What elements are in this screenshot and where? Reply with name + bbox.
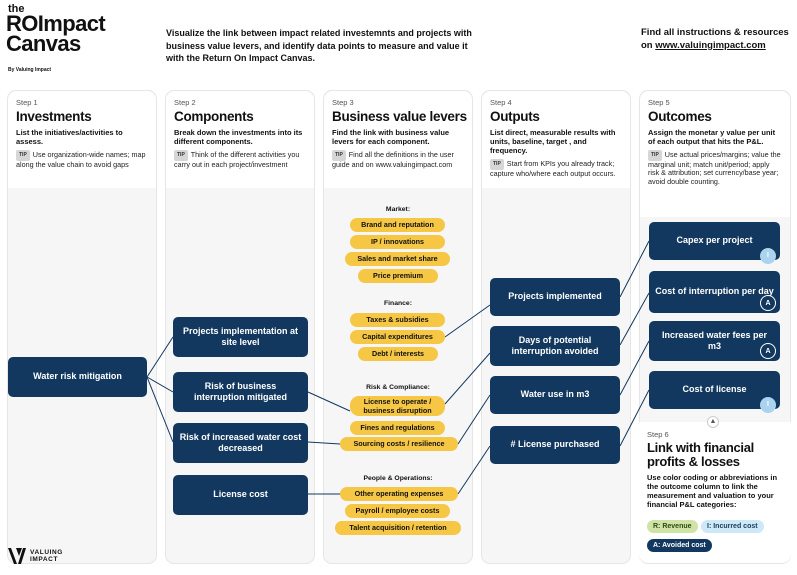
column-description: Assign the monetar y value per unit of e…	[648, 128, 776, 146]
column-title: Investments	[16, 109, 92, 124]
logo-title: ROImpact Canvas	[6, 11, 106, 56]
column-header: Step 4 Outputs List direct, measurable r…	[482, 91, 630, 188]
legend-revenue: R: Revenue	[647, 520, 698, 533]
column-title: Outputs	[490, 109, 540, 124]
component-box[interactable]: Risk of increased water cost decreased	[173, 423, 308, 463]
footer-brand: VALUING IMPACT	[30, 549, 63, 563]
logo-the: the	[8, 3, 25, 15]
tip-text: Use actual prices/margins; value the mar…	[648, 150, 781, 186]
outcome-label: Cost of license	[682, 384, 747, 395]
logo-line-1: ROImpact	[6, 11, 106, 36]
step-label: Step 4	[490, 98, 512, 107]
pl-badge-incurred: I	[760, 397, 776, 413]
pl-badge-avoided: A	[760, 295, 776, 311]
outcome-label: Increased water fees per m3	[661, 329, 768, 352]
column-header: Step 2 Components Break down the investm…	[166, 91, 314, 188]
component-box[interactable]: Risk of business interruption mitigated	[173, 372, 308, 412]
lever-category-title: People & Operations:	[363, 475, 433, 482]
pl-badge-incurred: I	[760, 248, 776, 264]
column-title: Business value levers	[332, 109, 467, 124]
step-label: Step 3	[332, 98, 354, 107]
legend-incurred-cost: I: Incurred cost	[701, 520, 764, 533]
resources-link[interactable]: www.valuingimpact.com	[655, 39, 766, 51]
logo-byline: By Valuing Impact	[8, 67, 52, 73]
tip-badge: TIP	[174, 150, 188, 161]
outcome-box[interactable]: Capex per project I	[649, 222, 780, 264]
tip-text: Find all the definitions in the user gui…	[332, 150, 454, 169]
outcome-box[interactable]: Cost of interruption per day A	[649, 271, 780, 313]
column-investments: Step 1 Investments List the initiatives/…	[7, 90, 157, 564]
output-box[interactable]: # License purchased	[490, 426, 620, 464]
tip-text: Think of the different activities you ca…	[174, 150, 300, 169]
lever-pill[interactable]: IP / innovations	[350, 235, 445, 249]
valuing-impact-logo-icon	[8, 548, 26, 564]
resources-text: Find all instructions & resources on www…	[641, 27, 789, 52]
lever-category-title: Risk & Compliance:	[366, 384, 430, 391]
output-box[interactable]: Projects implemented	[490, 278, 620, 316]
investment-box[interactable]: Water risk mitigation	[8, 357, 147, 397]
step-label: Step 1	[16, 98, 38, 107]
tip-badge: TIP	[16, 150, 30, 161]
component-box[interactable]: Projects implementation at site level	[173, 317, 308, 357]
column-title: Components	[174, 109, 254, 124]
lever-category-title: Finance:	[384, 300, 412, 307]
step6-description: Use color coding or abbreviations in the…	[647, 473, 778, 509]
lever-pill[interactable]: Taxes & subsidies	[350, 313, 445, 327]
outcome-label: Cost of interruption per day	[655, 286, 774, 297]
chevron-up-icon[interactable]: ▲	[707, 416, 719, 428]
column-description: List the initiatives/activities to asses…	[16, 128, 123, 146]
column-header: Step 5 Outcomes Assign the monetar y val…	[640, 91, 790, 217]
column-description: Break down the investments into its diff…	[174, 128, 303, 146]
logo-line-2: Canvas	[6, 31, 81, 56]
resources-on: on	[641, 39, 656, 51]
lever-pill[interactable]: Price premium	[358, 269, 438, 283]
intro-text: Visualize the link between impact relate…	[166, 28, 472, 63]
lever-pill[interactable]: Capital expenditures	[350, 330, 445, 344]
output-box[interactable]: Water use in m3	[490, 376, 620, 414]
pl-badge-avoided: A	[760, 343, 776, 359]
lever-pill[interactable]: Sourcing costs / resilience	[340, 437, 458, 451]
outcome-label: Capex per project	[676, 235, 753, 246]
tip-badge: TIP	[332, 150, 346, 161]
column-header: Step 1 Investments List the initiatives/…	[8, 91, 156, 188]
step-label: Step 5	[648, 98, 670, 107]
lever-pill[interactable]: License to operate / business disruption	[350, 396, 445, 416]
resources-line: Find all instructions & resources	[641, 27, 789, 38]
output-box[interactable]: Days of potential interruption avoided	[490, 326, 620, 366]
lever-category-title: Market:	[385, 206, 411, 213]
lever-pill[interactable]: Payroll / employee costs	[345, 504, 450, 518]
tip-badge: TIP	[490, 159, 504, 170]
tip-text: Use organization-wide names; map along t…	[16, 150, 146, 169]
footer-line-2: IMPACT	[30, 556, 59, 563]
footer-line-1: VALUING	[30, 549, 63, 556]
step-label: Step 2	[174, 98, 196, 107]
step-label: Step 6	[647, 430, 669, 439]
step6-title: Link with financial profits & losses	[647, 440, 754, 469]
lever-pill[interactable]: Other operating expenses	[340, 487, 458, 501]
outcome-box[interactable]: Increased water fees per m3 A	[649, 321, 780, 361]
lever-pill[interactable]: Fines and regulations	[350, 421, 445, 435]
lever-pill[interactable]: Talent acquisition / retention	[335, 521, 461, 535]
tip-text: Start from KPIs you already track; captu…	[490, 159, 616, 178]
resources-line-2: on www.valuingimpact.com	[641, 40, 789, 53]
column-header: Step 3 Business value levers Find the li…	[324, 91, 472, 188]
component-box[interactable]: License cost	[173, 475, 308, 515]
outcome-box[interactable]: Cost of license I	[649, 371, 780, 413]
tip-badge: TIP	[648, 150, 662, 161]
column-description: List direct, measurable results with uni…	[490, 128, 616, 155]
lever-pill[interactable]: Brand and reputation	[350, 218, 445, 232]
column-title: Outcomes	[648, 109, 712, 124]
lever-pill[interactable]: Debt / interests	[358, 347, 438, 361]
column-description: Find the link with business value levers…	[332, 128, 450, 146]
lever-pill[interactable]: Sales and market share	[345, 252, 450, 266]
legend-avoided-cost: A: Avoided cost	[647, 539, 712, 552]
